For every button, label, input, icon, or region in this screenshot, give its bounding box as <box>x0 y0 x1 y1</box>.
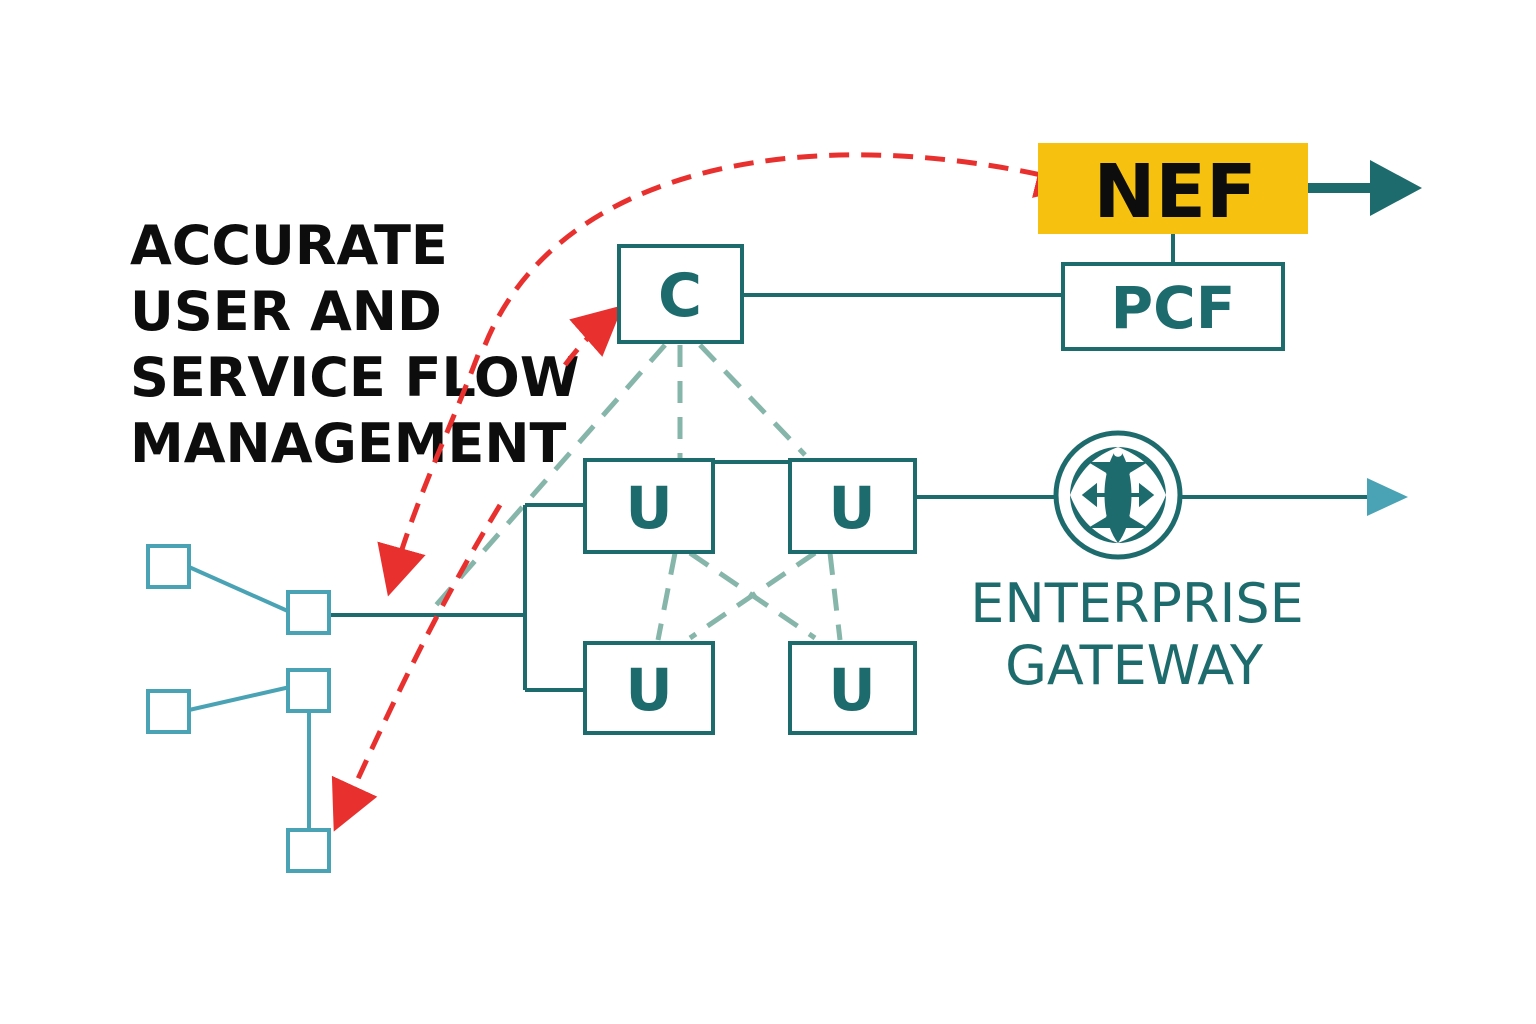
access-link-2 <box>188 685 291 712</box>
user-plane-node-4: U <box>788 641 917 735</box>
access-node-4 <box>286 668 331 713</box>
access-node-3 <box>146 689 191 734</box>
user-plane-nodes: U U U U <box>583 458 917 735</box>
nef-node: NEF <box>1038 143 1308 235</box>
user-plane-box-1 <box>583 458 715 554</box>
headline: ACCURATE USER AND SERVICE FLOW MANAGEMEN… <box>130 214 579 475</box>
access-tree <box>146 544 331 873</box>
gateway-output-arrow-icon <box>1367 478 1408 516</box>
dashed-mesh-links <box>428 343 843 641</box>
user-plane-box-4 <box>788 641 917 735</box>
nef-box <box>1038 143 1308 234</box>
dashed-link-u1-u3 <box>655 552 678 641</box>
gateway-label-line-2: GATEWAY <box>1005 634 1264 697</box>
dashed-link-c-access <box>428 343 667 614</box>
red-arrow-to-access <box>377 354 481 597</box>
compass-arrows-icon <box>1053 430 1183 560</box>
control-box <box>617 244 744 344</box>
dashed-link-c-u2 <box>698 343 807 457</box>
access-node-1 <box>146 544 191 589</box>
red-flow-arrows <box>331 149 1087 832</box>
pcf-label: PCF <box>1111 274 1236 342</box>
gateway-label: ENTERPRISE GATEWAY <box>970 572 1304 697</box>
user-plane-node-1: U <box>583 458 715 554</box>
user-plane-box-3 <box>583 641 715 735</box>
user-plane-label-4: U <box>828 656 875 724</box>
user-plane-node-3: U <box>583 641 715 735</box>
control-label: C <box>658 261 702 331</box>
headline-line-2: USER AND <box>130 280 442 343</box>
red-arrow-to-leaf <box>331 503 503 832</box>
pcf-box <box>1061 262 1285 351</box>
nef-output-arrow-icon <box>1370 160 1422 216</box>
headline-line-3: SERVICE FLOW <box>130 346 579 409</box>
pcf-node: PCF <box>1061 262 1285 351</box>
solid-links <box>329 234 1370 692</box>
control-node: C <box>617 244 744 344</box>
user-plane-label-1: U <box>625 474 672 542</box>
red-arrow-to-c <box>563 305 624 367</box>
nef-label: NEF <box>1093 149 1256 235</box>
headline-line-4: MANAGEMENT <box>130 412 567 475</box>
dashed-link-u2-u3 <box>688 550 817 641</box>
user-plane-label-3: U <box>625 656 672 724</box>
user-plane-node-2: U <box>788 458 917 554</box>
headline-line-1: ACCURATE <box>130 214 448 277</box>
gateway-label-line-1: ENTERPRISE <box>970 572 1304 635</box>
access-link-1 <box>188 565 291 614</box>
access-node-5 <box>286 828 331 873</box>
red-arrow-to-nef <box>482 149 1087 346</box>
dashed-link-u2-u4 <box>827 552 843 641</box>
access-node-2 <box>286 590 331 635</box>
user-plane-label-2: U <box>828 474 875 542</box>
user-plane-box-2 <box>788 458 917 554</box>
